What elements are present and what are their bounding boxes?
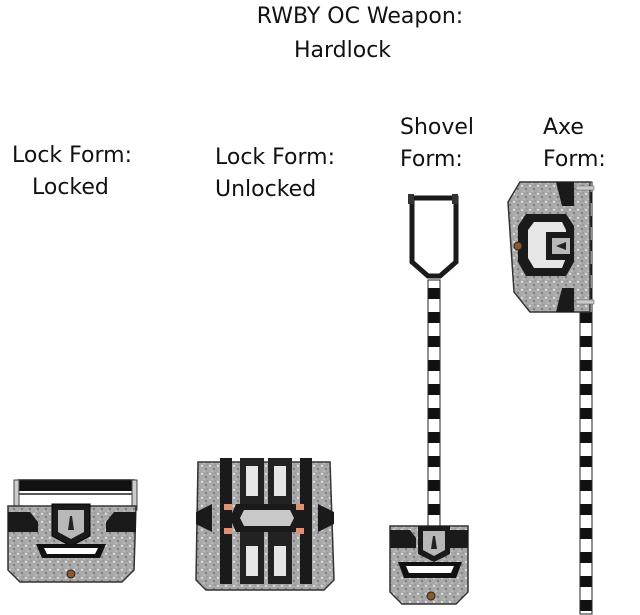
weapon-axe	[507, 181, 595, 615]
form-label-shovel-line-2: Form:	[400, 147, 463, 172]
form-label-locked: Lock Form: Locked	[12, 140, 132, 204]
form-label-shovel: Shovel Form:	[400, 112, 474, 176]
page-title-line-2: Hardlock	[293, 38, 392, 63]
form-label-axe: Axe Form:	[543, 112, 606, 176]
weapon-lock-locked	[7, 479, 138, 583]
weapon-lock-unlocked	[195, 458, 335, 591]
form-label-unlocked: Lock Form: Unlocked	[215, 142, 335, 206]
form-label-unlocked-line-1: Lock Form:	[215, 145, 335, 170]
form-label-axe-line-2: Form:	[543, 147, 606, 172]
weapon-shovel	[389, 194, 469, 605]
page-title-line-1: RWBY OC Weapon:	[256, 4, 464, 29]
form-label-unlocked-line-2: Unlocked	[215, 177, 317, 202]
form-label-shovel-line-1: Shovel	[400, 115, 475, 140]
form-label-locked-line-1: Lock Form:	[12, 143, 132, 168]
form-label-locked-line-2: Locked	[32, 175, 109, 200]
form-label-axe-line-1: Axe	[543, 115, 584, 140]
